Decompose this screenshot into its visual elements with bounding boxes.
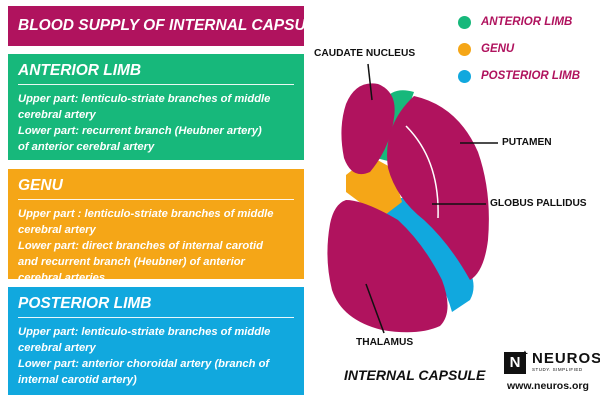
genu-line: cerebral artery — [18, 224, 96, 236]
logo-tagline: STUDY. SIMPLIFIED — [532, 367, 583, 372]
panel-divider — [18, 84, 294, 85]
globus-pallidus-label: GLOBUS PALLIDUS — [490, 198, 587, 209]
anterior-limb-line: cerebral artery — [18, 109, 96, 121]
genu-line: Lower part: direct branches of internal … — [18, 240, 263, 252]
legend-swatch-anterior-limb — [458, 15, 471, 29]
panel-divider — [18, 317, 294, 318]
posterior-limb-line: Lower part: anterior choroidal artery (b… — [18, 358, 270, 370]
diagram-caption: INTERNAL CAPSULE — [344, 367, 486, 383]
site-url[interactable]: www.neuros.org — [507, 380, 589, 392]
panel-divider — [18, 199, 294, 200]
logo-wordmark: NEUROS — [532, 350, 600, 367]
legend-item-genu: GENU — [458, 40, 514, 58]
legend-swatch-posterior-limb — [458, 69, 471, 83]
legend-label: ANTERIOR LIMB — [481, 16, 573, 28]
posterior-limb-heading: POSTERIOR LIMB — [18, 295, 152, 312]
putamen-shape — [387, 96, 489, 280]
putamen-label: PUTAMEN — [502, 137, 552, 148]
thalamus-label: THALAMUS — [356, 337, 414, 348]
anterior-limb-line: of anterior cerebral artery — [18, 141, 155, 153]
posterior-limb-line: Upper part: lenticulo-striate branches o… — [18, 326, 271, 338]
caudate-nucleus-shape — [341, 83, 395, 175]
thalamus-shape — [327, 200, 448, 333]
anterior-limb-heading: ANTERIOR LIMB — [18, 62, 142, 79]
genu-line: cerebral arteries — [18, 272, 106, 284]
page-title: BLOOD SUPPLY OF INTERNAL CAPSULE — [8, 6, 325, 46]
posterior-limb-line: cerebral artery — [18, 342, 96, 354]
genu-line: and recurrent branch (Heubner) of anteri… — [18, 256, 245, 268]
thalamus-pointer — [365, 283, 385, 334]
posterior-limb-panel: POSTERIOR LIMB Upper part: lenticulo-str… — [8, 287, 304, 395]
legend-label: POSTERIOR LIMB — [481, 70, 581, 82]
posterior-limb-line: internal carotid artery) — [18, 374, 137, 386]
legend-item-anterior-limb: ANTERIOR LIMB — [458, 13, 572, 31]
caudate-nucleus-label: CAUDATE NUCLEUS — [314, 48, 416, 59]
anterior-limb-panel: ANTERIOR LIMB Upper part: lenticulo-stri… — [8, 54, 304, 160]
genu-panel: GENU Upper part : lenticulo-striate bran… — [8, 169, 304, 284]
caudate-nucleus-pointer — [367, 63, 373, 101]
anterior-limb-line: Upper part: lenticulo-striate branches o… — [18, 93, 271, 105]
anterior-limb-line: Lower part: recurrent branch (Heubner ar… — [18, 125, 262, 137]
legend-item-posterior-limb: POSTERIOR LIMB — [458, 67, 580, 85]
putamen-pallidus-boundary — [405, 125, 439, 219]
genu-heading: GENU — [18, 177, 63, 194]
legend-swatch-genu — [458, 42, 471, 56]
neuros-logo: N — [504, 352, 526, 374]
legend-label: GENU — [481, 43, 515, 55]
genu-line: Upper part : lenticulo-striate branches … — [18, 208, 274, 220]
logo-plus-mark: + — [522, 349, 528, 360]
